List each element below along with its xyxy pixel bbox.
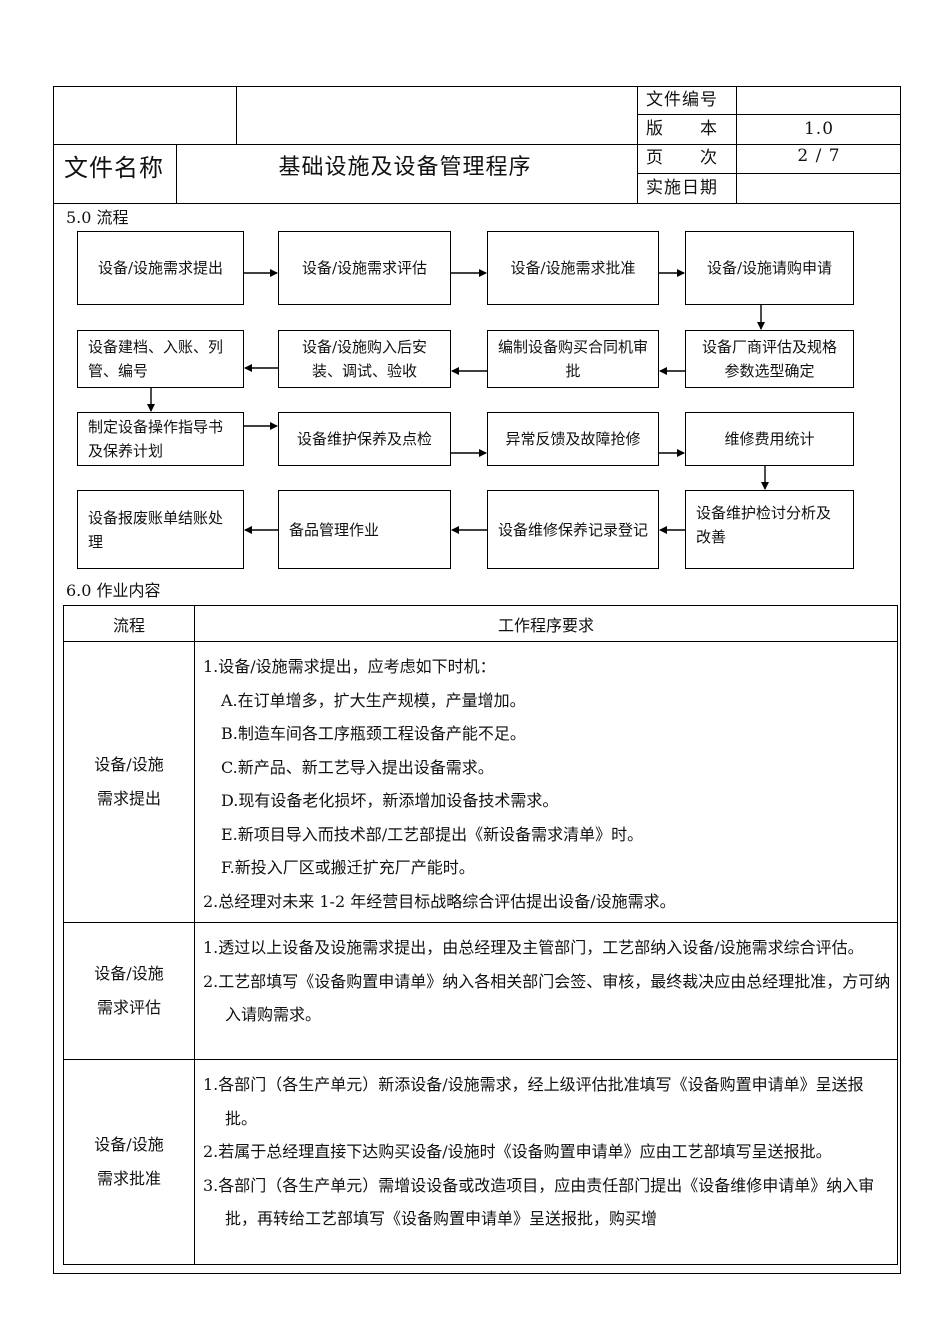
row-requirements-cell: 1.设备/设施需求提出，应考虑如下时机： A.在订单增多，扩大生产规模，产量增加。… [194, 641, 898, 923]
meta-label-doc-no: 文件编号 [646, 90, 718, 110]
flow-cell-line: 设备/设施 [94, 1135, 164, 1154]
table-row: 设备/设施需求评估 1.透过以上设备及设施需求提出，由总经理及主管部门，工艺部纳入… [63, 922, 898, 1060]
row-requirements-cell: 1.各部门（各生产单元）新添设备/设施需求，经上级评估批准填写《设备购置申请单》… [194, 1059, 898, 1265]
flow-step-3: 设备/设施需求批准 [487, 231, 659, 305]
requirement-item: 1.各部门（各生产单元）新添设备/设施需求，经上级评估批准填写《设备购置申请单》… [203, 1075, 864, 1128]
flow-step-7: 设备/设施购入后安装、调试、验收 [278, 330, 451, 388]
flow-step-5: 设备厂商评估及规格参数选型确定 [685, 330, 854, 388]
meta-label-page: 页 次 [646, 148, 718, 168]
flow-step-9: 制定设备操作指导书及保养计划 [77, 412, 244, 466]
table-row: 设备/设施需求提出 1.设备/设施需求提出，应考虑如下时机： A.在订单增多，扩大生… [63, 641, 898, 923]
row-flow-cell: 设备/设施需求批准 [63, 1059, 195, 1265]
doc-name-label: 文件名称 [64, 154, 164, 182]
flow-cell-line: 需求批准 [96, 1169, 161, 1188]
flow-step-16: 设备报废账单结账处理 [77, 490, 244, 569]
requirement-item: 2.总经理对未来 1-2 年经营目标战略综合评估提出设备/设施需求。 [203, 891, 676, 911]
meta-value-version: 1.0 [803, 119, 835, 139]
meta-label-version: 版 本 [646, 119, 718, 139]
flow-step-6: 编制设备购买合同机审批 [487, 330, 659, 388]
requirement-subitem: C.新产品、新工艺导入提出设备需求。 [221, 757, 494, 777]
flow-step-14: 设备维修保养记录登记 [487, 490, 659, 569]
doc-title: 基础设施及设备管理程序 [278, 155, 532, 180]
flow-step-15: 备品管理作业 [278, 490, 451, 569]
col-header-requirements: 工作程序要求 [194, 605, 898, 642]
flow-step-10: 设备维护保养及点检 [278, 412, 451, 466]
section-6-title: 6.0 作业内容 [66, 581, 161, 600]
meta-label-effective-date: 实施日期 [646, 178, 718, 198]
flow-cell-line: 设备/设施 [94, 964, 164, 983]
row-requirements-cell: 1.透过以上设备及设施需求提出，由总经理及主管部门，工艺部纳入设备/设施需求综合… [194, 922, 898, 1060]
flow-cell-line: 需求提出 [96, 789, 161, 808]
flow-step-12: 维修费用统计 [685, 412, 854, 466]
col-header-flow: 流程 [63, 605, 195, 642]
requirement-item: 1.透过以上设备及设施需求提出，由总经理及主管部门，工艺部纳入设备/设施需求综合… [203, 938, 864, 957]
requirement-subitem: F.新投入厂区或搬迁扩充厂产能时。 [221, 858, 475, 877]
requirement-subitem: E.新项目导入而技术部/工艺部提出《新设备需求清单》时。 [221, 824, 644, 844]
requirement-item: 3.各部门（各生产单元）需增设设备或改造项目，应由责任部门提出《设备维修申请单》… [203, 1175, 875, 1229]
flow-step-2: 设备/设施需求评估 [278, 231, 451, 305]
requirement-subitem: D.现有设备老化损坏，新添增加设备技术需求。 [221, 791, 559, 810]
document-frame [53, 86, 901, 1274]
requirement-subitem: B.制造车间各工序瓶颈工程设备产能不足。 [221, 724, 526, 743]
requirement-item: 1.设备/设施需求提出，应考虑如下时机： [203, 657, 496, 676]
flow-cell-line: 设备/设施 [94, 755, 164, 774]
requirement-subitem: A.在订单增多，扩大生产规模，产量增加。 [221, 690, 526, 710]
flow-step-8: 设备建档、入账、列管、编号 [77, 330, 244, 388]
section-5-title: 5.0 流程 [66, 208, 129, 227]
requirement-item: 2.工艺部填写《设备购置申请单》纳入各相关部门会签、审核，最终裁决应由总经理批准… [203, 971, 891, 1025]
flow-step-13: 设备维护检讨分析及改善 [685, 490, 854, 569]
flow-arrows [147, 269, 769, 534]
flow-step-1: 设备/设施需求提出 [77, 231, 244, 305]
flow-cell-line: 需求评估 [96, 998, 161, 1017]
table-header-row: 流程 工作程序要求 [63, 605, 898, 642]
flow-step-11: 异常反馈及故障抢修 [487, 412, 659, 466]
meta-value-page: 2 / 7 [797, 146, 841, 166]
row-flow-cell: 设备/设施需求评估 [63, 922, 195, 1060]
row-flow-cell: 设备/设施需求提出 [63, 641, 195, 923]
requirement-item: 2.若属于总经理直接下达购买设备/设施时《设备购置申请单》应由工艺部填写呈送报批… [203, 1142, 832, 1161]
flow-step-4: 设备/设施请购申请 [685, 231, 854, 305]
